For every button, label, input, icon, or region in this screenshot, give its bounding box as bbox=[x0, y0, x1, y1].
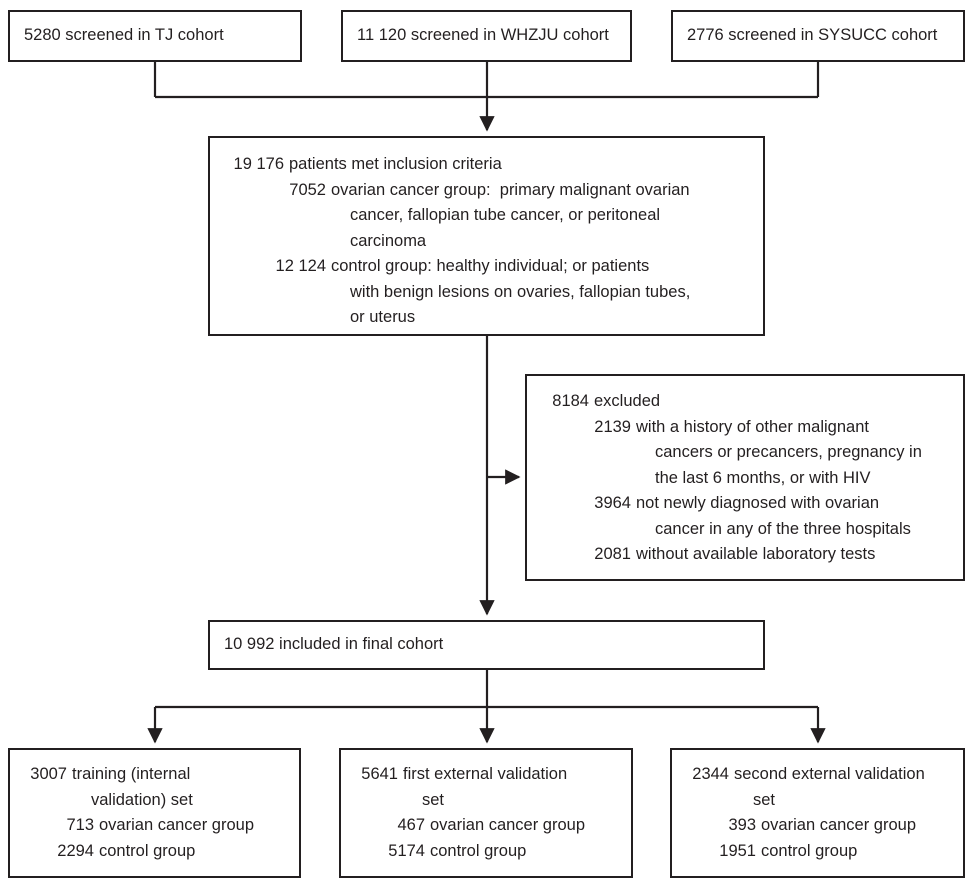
inclusion-cancer-number: 7052 bbox=[289, 180, 326, 199]
ext2-line-control: 1951 control group bbox=[684, 839, 951, 865]
inclusion-total-text: patients met inclusion criteria bbox=[289, 155, 502, 173]
inclusion-line-control: 12 124 control group: healthy individual… bbox=[222, 254, 751, 280]
ext2-cancer-number: 393 bbox=[728, 816, 756, 834]
excluded-line-history-cont1: cancers or precancers, pregnancy in bbox=[539, 440, 951, 466]
ext2-total-number: 2344 bbox=[692, 765, 729, 783]
excluded-line-nolabs: 2081 without available laboratory tests bbox=[539, 542, 951, 568]
ext2-total-text-cont: set bbox=[753, 790, 776, 809]
training-total-text-cont: validation) set bbox=[91, 790, 193, 809]
ext1-control-number: 5174 bbox=[388, 841, 425, 860]
excluded-line-notnew-cont1: cancer in any of the three hospitals bbox=[539, 517, 951, 543]
node-whzju-cohort-text: 11 120 screened in WHZJU cohort bbox=[357, 26, 609, 45]
training-total-number: 3007 bbox=[30, 765, 67, 783]
excluded-line-total: 8184 excluded bbox=[539, 389, 951, 415]
excluded-line-history: 2139 with a history of other malignant bbox=[539, 415, 951, 441]
ext2-total-text: second external validation bbox=[734, 765, 925, 783]
excluded-history-text-cont1: cancers or precancers, pregnancy in bbox=[655, 443, 922, 461]
ext1-cancer-number: 467 bbox=[397, 816, 425, 834]
excluded-total-number: 8184 bbox=[552, 392, 589, 410]
ext2-cancer-text: ovarian cancer group bbox=[761, 816, 917, 834]
inclusion-line-cancer: 7052 ovarian cancer group: primary malig… bbox=[222, 178, 751, 204]
inclusion-line-control-cont2: or uterus bbox=[222, 305, 751, 331]
inclusion-control-text: control group: healthy individual; or pa… bbox=[331, 257, 650, 275]
ext1-line-cancer: 467 ovarian cancer group bbox=[353, 813, 619, 839]
inclusion-line-cancer-cont2: carcinoma bbox=[222, 229, 751, 255]
node-inclusion-criteria-body: 19 176 patients met inclusion criteria 7… bbox=[210, 152, 763, 331]
inclusion-cancer-text-cont2: carcinoma bbox=[350, 231, 427, 250]
inclusion-cancer-text: ovarian cancer group: primary malignant … bbox=[331, 180, 690, 199]
training-cancer-text: ovarian cancer group bbox=[99, 816, 255, 834]
node-whzju-cohort: 11 120 screened in WHZJU cohort bbox=[341, 10, 632, 62]
node-tj-cohort-text: 5280 screened in TJ cohort bbox=[24, 26, 224, 45]
excluded-history-text: with a history of other malignant bbox=[636, 417, 869, 436]
excluded-nolabs-text: without available laboratory tests bbox=[636, 545, 876, 563]
ext2-control-number: 1951 bbox=[719, 841, 756, 860]
inclusion-total-number: 19 176 bbox=[233, 155, 284, 173]
excluded-line-history-cont2: the last 6 months, or with HIV bbox=[539, 466, 951, 492]
ext1-line-total-cont: set bbox=[353, 788, 619, 814]
excluded-line-notnew: 3964 not newly diagnosed with ovarian bbox=[539, 491, 951, 517]
node-sysucc-cohort-text: 2776 screened in SYSUCC cohort bbox=[687, 26, 938, 45]
ext2-line-cancer: 393 ovarian cancer group bbox=[684, 813, 951, 839]
excluded-notnew-text-cont1: cancer in any of the three hospitals bbox=[655, 519, 911, 538]
node-inclusion-criteria: 19 176 patients met inclusion criteria 7… bbox=[208, 136, 765, 336]
inclusion-cancer-text-cont1: cancer, fallopian tube cancer, or perito… bbox=[350, 206, 661, 224]
training-total-text: training (internal bbox=[72, 765, 191, 783]
training-control-text: control group bbox=[99, 841, 196, 860]
node-tj-cohort: 5280 screened in TJ cohort bbox=[8, 10, 302, 62]
excluded-history-number: 2139 bbox=[594, 417, 631, 436]
ext1-cancer-text: ovarian cancer group bbox=[430, 816, 586, 834]
training-line-total-cont: validation) set bbox=[22, 788, 287, 814]
excluded-nolabs-number: 2081 bbox=[594, 545, 631, 563]
node-sysucc-cohort: 2776 screened in SYSUCC cohort bbox=[671, 10, 965, 62]
excluded-total-text: excluded bbox=[594, 392, 661, 410]
inclusion-control-number: 12 124 bbox=[275, 257, 326, 275]
node-first-external-validation-set: 5641 first external validation set 467 o… bbox=[339, 748, 633, 878]
node-training-set: 3007 training (internal validation) set … bbox=[8, 748, 301, 878]
ext1-total-number: 5641 bbox=[361, 765, 398, 783]
training-line-cancer: 713 ovarian cancer group bbox=[22, 813, 287, 839]
ext1-line-total: 5641 first external validation bbox=[353, 762, 619, 788]
training-line-control: 2294 control group bbox=[22, 839, 287, 865]
excluded-notnew-number: 3964 bbox=[594, 494, 631, 512]
node-excluded: 8184 excluded 2139 with a history of oth… bbox=[525, 374, 965, 581]
node-second-external-validation-set: 2344 second external validation set 393 … bbox=[670, 748, 965, 878]
training-cancer-number: 713 bbox=[66, 816, 94, 834]
node-first-external-validation-body: 5641 first external validation set 467 o… bbox=[341, 762, 631, 864]
ext2-control-text: control group bbox=[761, 841, 858, 860]
ext2-line-total-cont: set bbox=[684, 788, 951, 814]
ext1-line-control: 5174 control group bbox=[353, 839, 619, 865]
node-second-external-validation-body: 2344 second external validation set 393 … bbox=[672, 762, 963, 864]
ext1-total-text: first external validation bbox=[403, 765, 568, 783]
node-training-set-body: 3007 training (internal validation) set … bbox=[10, 762, 299, 864]
node-final-cohort-text: 10 992 included in final cohort bbox=[224, 635, 444, 654]
excluded-notnew-text: not newly diagnosed with ovarian bbox=[636, 494, 880, 512]
training-control-number: 2294 bbox=[57, 841, 94, 860]
excluded-history-text-cont2: the last 6 months, or with HIV bbox=[655, 468, 871, 487]
inclusion-line-cancer-cont1: cancer, fallopian tube cancer, or perito… bbox=[222, 203, 751, 229]
node-final-cohort: 10 992 included in final cohort bbox=[208, 620, 765, 670]
node-excluded-body: 8184 excluded 2139 with a history of oth… bbox=[527, 389, 963, 568]
ext2-line-total: 2344 second external validation bbox=[684, 762, 951, 788]
inclusion-line-control-cont1: with benign lesions on ovaries, fallopia… bbox=[222, 280, 751, 306]
training-line-total: 3007 training (internal bbox=[22, 762, 287, 788]
inclusion-control-text-cont1: with benign lesions on ovaries, fallopia… bbox=[350, 282, 691, 301]
ext1-control-text: control group bbox=[430, 841, 527, 860]
ext1-total-text-cont: set bbox=[422, 790, 445, 809]
inclusion-control-text-cont2: or uterus bbox=[350, 308, 416, 326]
inclusion-line-total: 19 176 patients met inclusion criteria bbox=[222, 152, 751, 178]
